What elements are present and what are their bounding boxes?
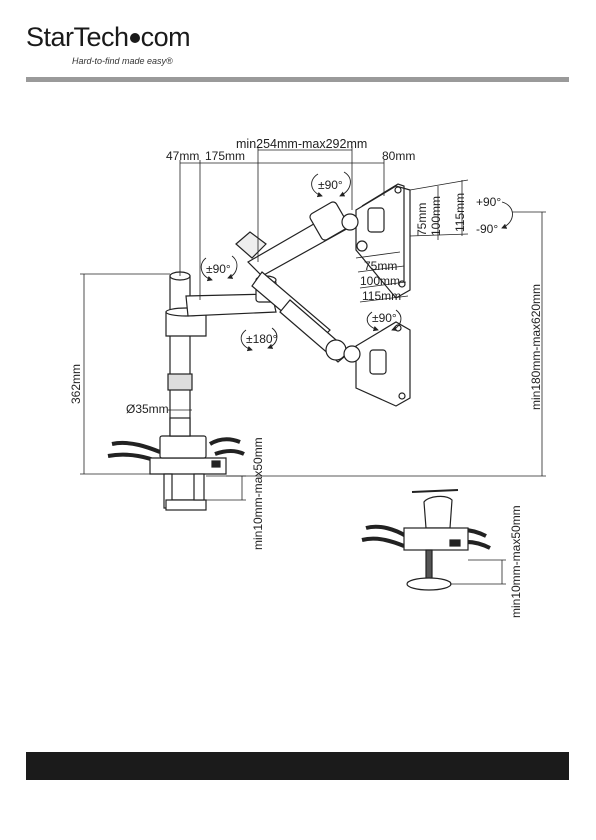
tilt-up-label: +90° — [476, 195, 501, 209]
post-diameter-label: Ø35mm — [126, 402, 169, 416]
footer-bar — [26, 752, 569, 780]
post-height-label: 362mm — [69, 364, 83, 404]
arm-segment-label: 175mm — [205, 149, 245, 163]
head-swivel-label: ±90° — [318, 178, 343, 192]
base-swivel-label: ±180° — [246, 332, 278, 346]
vesa-width-100-label: 100mm — [360, 274, 400, 288]
overall-height-label: min180mm-max620mm — [529, 284, 543, 410]
grommet-clamp-range-label: min10mm-max50mm — [509, 505, 523, 618]
vesa-width-75-label: 75mm — [364, 259, 397, 273]
vesa-height-115-label: 115mm — [453, 193, 467, 232]
arm-span-label: min254mm-max292mm — [236, 137, 367, 151]
vesa-width-115-label: 115mm — [362, 289, 401, 303]
desk-clamp-range-label: min10mm-max50mm — [251, 437, 265, 550]
dimension-lines — [80, 146, 546, 584]
vesa-height-100-label: 100mm — [429, 196, 443, 236]
post-offset-label: 47mm — [166, 149, 199, 163]
screen-rotation-label: ±90° — [372, 311, 397, 325]
tilt-down-label: -90° — [476, 222, 498, 236]
grommet-clamp-illustration — [362, 490, 490, 590]
vesa-height-75-label: 75mm — [415, 203, 429, 236]
head-length-label: 80mm — [382, 149, 415, 163]
arm-swivel-label: ±90° — [206, 262, 231, 276]
